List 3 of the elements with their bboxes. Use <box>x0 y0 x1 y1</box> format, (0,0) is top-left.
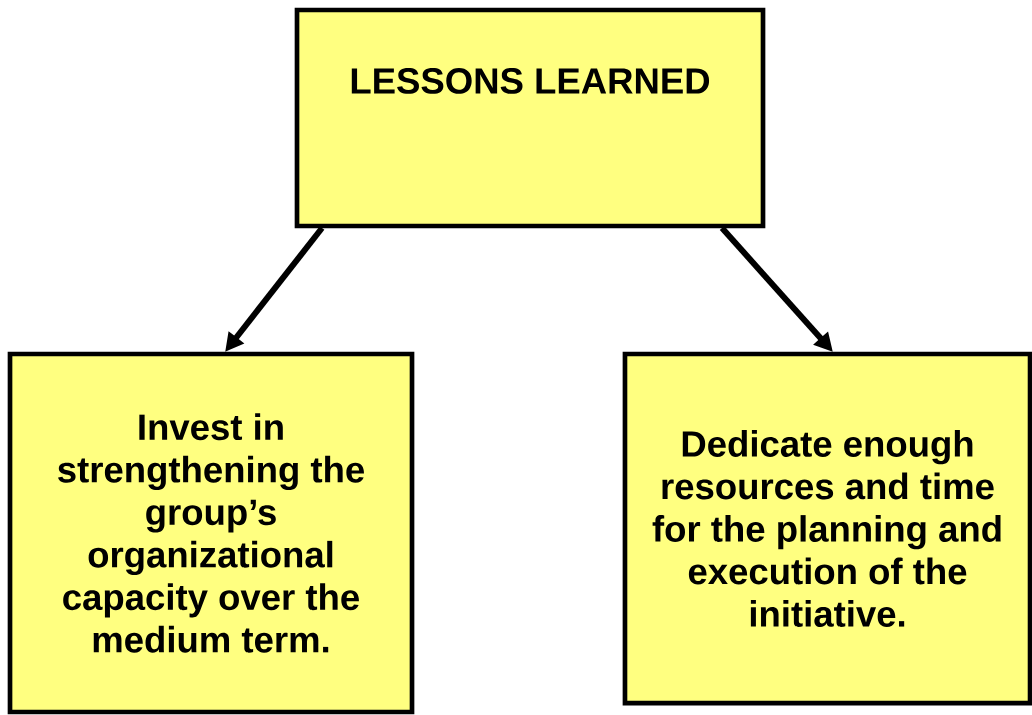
text-box: Invest in strengthening the group’s organizational capacity over the medium term. <box>7 351 415 715</box>
text-box: LESSONS LEARNED <box>294 7 766 229</box>
text-box: Dedicate enough resources and time for the planning and execution of the initiative. <box>622 351 1032 706</box>
